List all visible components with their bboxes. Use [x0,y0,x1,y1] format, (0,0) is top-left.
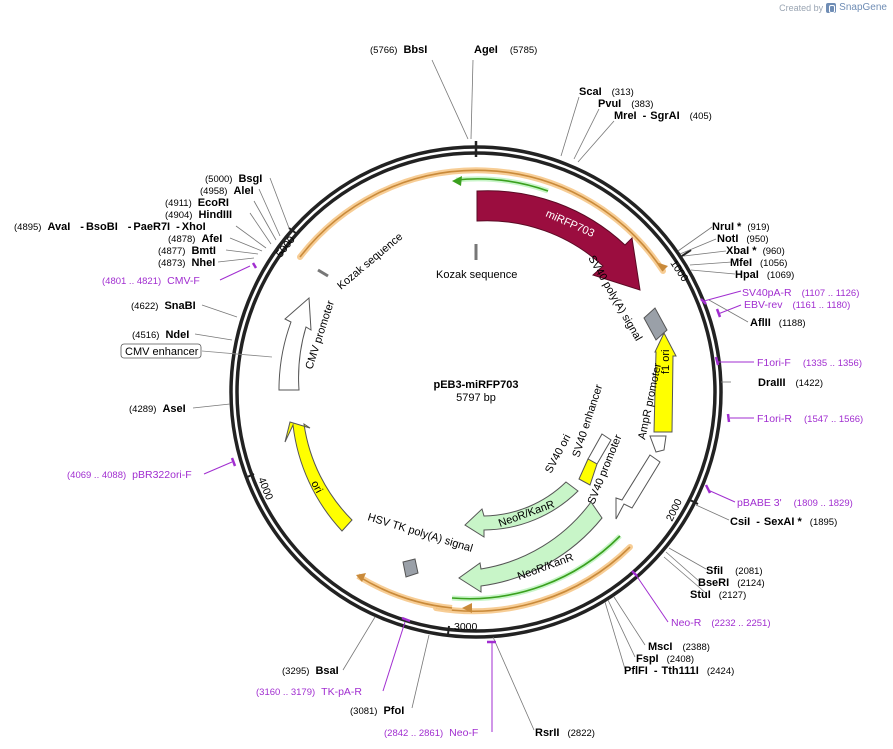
site-xbai: XbaI *(960) [726,245,785,257]
primer-labels: (4801 .. 4821)CMV-F SV40pA-R(1107 .. 112… [67,275,863,739]
site-bsgi: (5000)BsgI [205,173,262,185]
primer-neo-f: (2842 .. 2861)Neo-F [384,727,478,739]
site-bmti: (4877)BmtI [158,245,216,257]
site-asei: (4289)AseI [129,403,186,415]
site-agei: AgeI(5785) [474,44,537,56]
site-scai: ScaI(313) [579,86,634,98]
site-ecori: (4911)EcoRI [165,197,229,209]
site-aflii: AflII(1188) [750,317,806,329]
site-leaders [192,59,749,731]
site-mrei: MreI-SgrAI(405) [614,110,712,122]
primer-f1ori-r: F1ori-R(1547 .. 1566) [757,413,863,425]
orange-tracks [297,167,668,615]
primer-pbr322ori-f: (4069 .. 4088)pBR322ori-F [67,469,192,481]
site-alei: (4958)AleI [200,185,254,197]
label-f1-ori: f1 ori [660,350,672,374]
label-kozak-inner: Kozak sequence [436,269,517,281]
site-pflfi: PflFI-Tth111I(2424) [624,665,734,677]
feature-kozak: Kozak sequence Kozak sequence [317,231,517,292]
snapgene-credit: Created by SnapGene [779,2,887,13]
credit-brand: SnapGene [839,2,887,13]
site-hpai: HpaI(1069) [735,269,794,281]
label-ori: ori [308,479,324,495]
primer-cmv-f: (4801 .. 4821)CMV-F [102,275,200,287]
site-draiii: DraIII(1422) [758,377,823,389]
site-xhoi: (4895)AvaI-BsoBI-PaeR7I-XhoI [14,221,206,233]
site-noti: NotI(950) [717,233,769,245]
site-bsai: (3295)BsaI [282,665,339,677]
site-labels: (5766)BbsI AgeI(5785) ScaI(313) PvuI(383… [14,44,837,739]
primer-f1ori-f: F1ori-F(1335 .. 1356) [757,357,862,369]
label-hsv-tk-polya: HSV TK poly(A) signal [366,511,474,554]
site-msci: MscI(2388) [648,641,710,653]
primer-ebv-rev: EBV-rev(1161 .. 1180) [744,299,850,311]
site-pfoi: (3081)PfoI [350,705,404,717]
credit-prefix: Created by [779,2,824,13]
feature-ori: ori [284,421,353,532]
cmv-enhancer-callout: CMV enhancer [120,343,273,359]
site-bbsi: (5766)BbsI [370,44,427,56]
label-sv40-ori: SV40 ori [543,433,573,476]
tick-3000: 3000 [454,621,478,633]
site-pvui: PvuI(383) [598,98,653,110]
label-cmv-enhancer: CMV enhancer [125,346,199,358]
site-afei: (4878)AfeI [168,233,222,245]
primer-sv40pa-r: SV40pA-R(1107 .. 1126) [742,287,859,299]
site-fspi: FspI(2408) [636,653,694,665]
primer-neo-r: Neo-R(2232 .. 2251) [671,617,771,629]
feature-neokanr-inner: NeoR/KanR [464,481,579,538]
snapgene-logo-icon [826,2,837,13]
green-tracks [451,176,622,602]
site-hindiii: (4904)HindIII [165,209,232,221]
plasmid-name: pEB3-miRFP703 [434,379,519,391]
label-kozak-outer: Kozak sequence [335,231,405,292]
site-stui: StuI(2127) [690,589,746,601]
feature-cmv-promoter: CMV promoter [278,296,337,391]
primer-pbabe3: pBABE 3'(1809 .. 1829) [737,497,853,509]
plasmid-size: 5797 bp [456,392,496,404]
site-snabi: (4622)SnaBI [131,300,196,312]
site-rsrii: RsrII(2822) [535,727,595,739]
site-ndei: (4516)NdeI [132,329,189,341]
primer-tk-pa-r: (3160 .. 3179)TK-pA-R [256,686,362,698]
feature-hsv-tk-polya: HSV TK poly(A) signal [366,511,474,578]
site-bseri: BseRI(2124) [698,577,765,589]
backbone [229,141,723,639]
feature-f1-ori: f1 ori [653,331,677,433]
kozak-outer-marker [317,268,329,278]
site-csii: CsiI-SexAI *(1895) [730,516,837,528]
site-nrui: NruI *(919) [712,221,770,233]
site-sfii: SfiI(2081) [706,565,763,577]
site-nhei: (4873)NheI [158,257,215,269]
primer-marks [230,262,731,644]
site-mfei: MfeI(1056) [730,257,787,269]
primer-leaders [203,265,754,732]
